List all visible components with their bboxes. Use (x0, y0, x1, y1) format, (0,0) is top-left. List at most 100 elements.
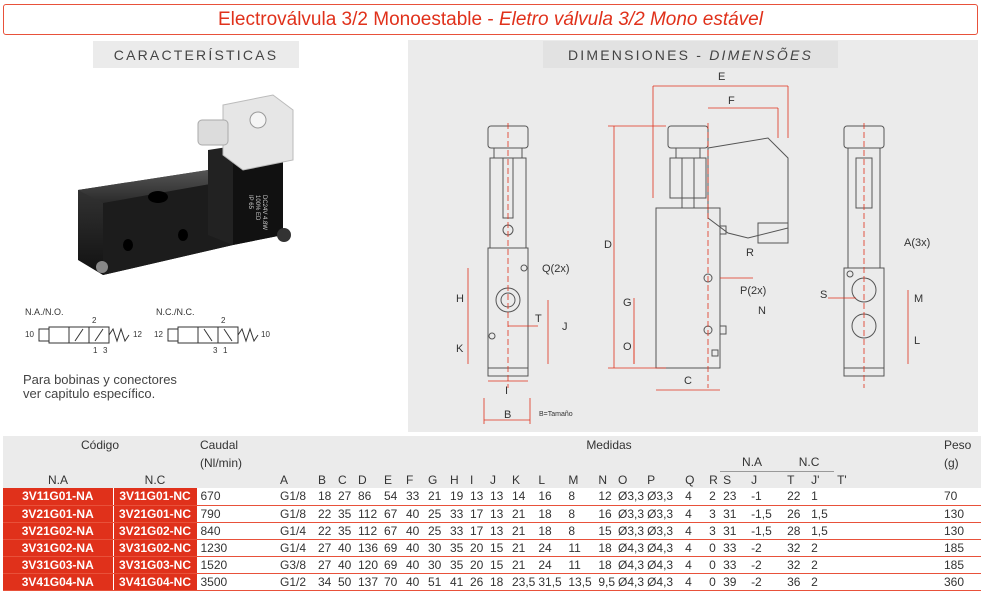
measure-cell: 40 (403, 573, 425, 591)
svg-text:J: J (562, 321, 568, 333)
svg-text:G: G (623, 297, 632, 309)
measure-cell: 1 (808, 488, 835, 506)
measure-cell: 2 (808, 539, 835, 557)
measure-cell: 2 (808, 573, 835, 591)
measure-cell: 22 (784, 488, 809, 506)
measure-cell: Ø3,3 (615, 488, 645, 506)
col-header: B (315, 471, 335, 488)
svg-text:12: 12 (154, 330, 163, 339)
col-header: K (509, 471, 536, 488)
measure-cell: 51 (425, 573, 447, 591)
measure-cell: 35 (335, 522, 355, 540)
measure-cell: 39 (720, 573, 749, 591)
measure-cell: 40 (403, 556, 425, 574)
measure-cell: G1/2 (277, 573, 315, 591)
svg-text:3: 3 (103, 346, 108, 355)
measure-cell: 13 (487, 488, 509, 506)
code-nc: 3V21G01-NC (113, 505, 198, 523)
measure-cell: 21 (509, 505, 536, 523)
code-nc: 3V31G02-NC (113, 539, 198, 557)
measure-cell: 40 (403, 522, 425, 540)
peso-cell: 360 (941, 573, 981, 591)
measure-cell: 15 (595, 522, 616, 540)
measure-cell: 136 (355, 539, 381, 557)
measure-cell: 27 (335, 488, 355, 506)
measure-cell: 1,5 (808, 505, 835, 523)
code-nc: 3V41G04-NC (113, 573, 198, 591)
col-header: G (425, 471, 447, 488)
measure-cell: 0 (706, 573, 721, 591)
measure-cell: 25 (425, 505, 447, 523)
col-header: I (467, 471, 487, 488)
measure-cell: 9,5 (595, 573, 616, 591)
measure-cell: 19 (447, 488, 467, 506)
measure-cell: 67 (381, 522, 403, 540)
measure-cell: 20 (467, 556, 487, 574)
svg-text:100% ED: 100% ED (254, 195, 260, 221)
col-header: T' (834, 471, 941, 488)
measure-cell: -2 (748, 573, 785, 591)
measure-cell: Ø4,3 (644, 539, 683, 557)
col-header: L (535, 471, 566, 488)
col-header: C (335, 471, 355, 488)
measure-cell: 4 (682, 573, 707, 591)
peso-cell: 185 (941, 556, 981, 574)
measure-cell: 0 (706, 539, 721, 557)
col-header: A (277, 471, 315, 488)
col-na-group: N.A (720, 454, 785, 472)
measure-cell: 22 (315, 522, 335, 540)
measure-cell: 18 (487, 573, 509, 591)
title-main: Electroválvula 3/2 Monoestable (218, 8, 483, 30)
col-header: Q (682, 471, 707, 488)
measure-cell: 54 (381, 488, 403, 506)
measure-cell: 31 (720, 522, 749, 540)
measure-cell: 4 (682, 522, 707, 540)
svg-text:3: 3 (213, 346, 218, 355)
measure-cell: 27 (315, 539, 335, 557)
svg-text:S: S (820, 289, 827, 301)
measure-cell: 40 (403, 539, 425, 557)
caudal-cell: 1520 (197, 556, 277, 574)
dimensions-header-plain: DIMENSIONES - (567, 46, 710, 63)
measure-cell: 41 (447, 573, 467, 591)
svg-text:10: 10 (25, 330, 34, 339)
code-na: 3V21G02-NA (3, 522, 114, 540)
measure-cell: 32 (784, 556, 809, 574)
measure-cell: 31 (720, 505, 749, 523)
svg-text:E: E (718, 71, 725, 83)
svg-text:A(3x): A(3x) (904, 237, 930, 249)
measure-cell: 11 (565, 539, 596, 557)
measure-cell: Ø3,3 (644, 505, 683, 523)
measure-cell: -2 (748, 556, 785, 574)
measure-cell: 18 (595, 539, 616, 557)
measure-cell: Ø3,3 (615, 522, 645, 540)
measure-cell: -1,5 (748, 505, 785, 523)
measure-cell: 14 (509, 488, 536, 506)
col-na: N.A (3, 471, 113, 488)
col-caudal-unit: (Nl/min) (197, 454, 277, 471)
measure-cell: 33 (720, 539, 749, 557)
svg-text:B: B (504, 409, 511, 421)
measure-cell: Ø3,3 (615, 505, 645, 523)
measure-cell: 40 (403, 505, 425, 523)
caudal-cell: 840 (197, 522, 277, 540)
measure-cell: Ø4,3 (644, 573, 683, 591)
features-header: CARACTERÍSTICAS (93, 41, 299, 68)
measure-cell: 4 (682, 505, 707, 523)
measure-cell: 33 (447, 505, 467, 523)
measure-cell: 33 (447, 522, 467, 540)
measure-cell: 4 (682, 539, 707, 557)
measure-cell: 16 (535, 488, 566, 506)
measure-cell: 13 (487, 505, 509, 523)
dimensions-header-italic: DIMENSÕES (709, 46, 814, 63)
measure-cell: -1,5 (748, 522, 785, 540)
measure-cell: 50 (335, 573, 355, 591)
svg-text:12: 12 (133, 330, 142, 339)
col-header: E (381, 471, 403, 488)
svg-text:IP 65: IP 65 (247, 195, 253, 210)
dimensions-panel: DIMENSIONES - DIMENSÕES (408, 40, 978, 432)
pneumatic-symbols: N.A./N.O. N.C./N.C. 10 2 1 3 12 12 2 3 1… (25, 307, 270, 355)
measure-cell: 8 (565, 488, 596, 506)
